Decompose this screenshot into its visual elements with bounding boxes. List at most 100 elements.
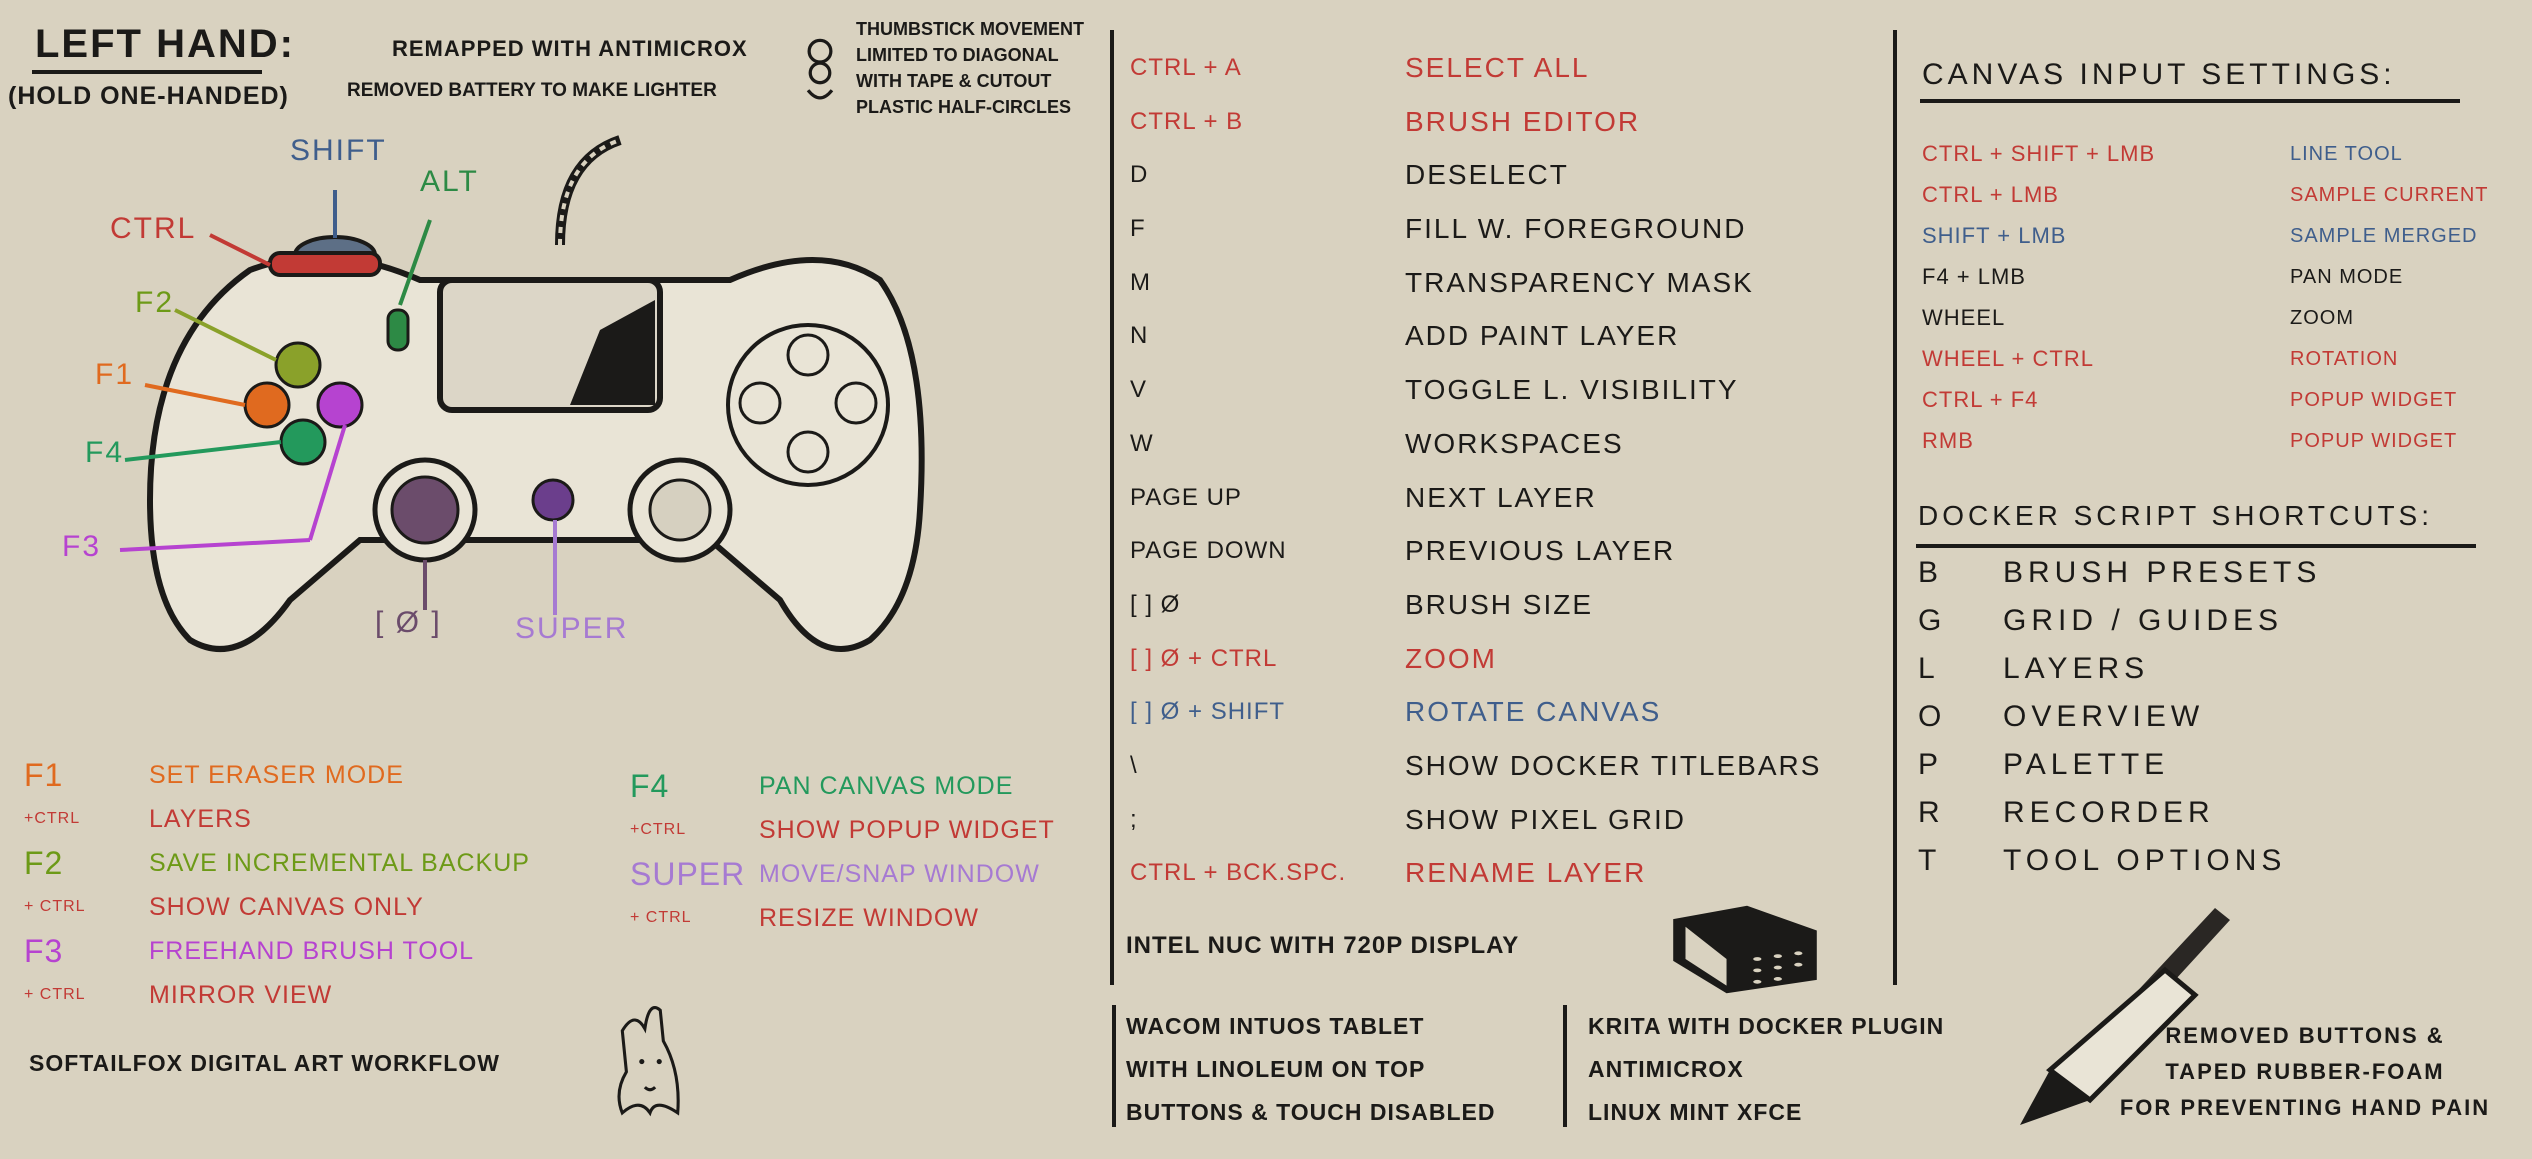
shortcut-row: \ Show docker titlebars xyxy=(1130,746,1880,800)
shortcut-key: Ctrl + F4 xyxy=(1922,387,2039,412)
shortcut-key: F2 xyxy=(24,845,64,881)
note-line: Removed buttons & xyxy=(2165,1023,2445,1048)
shortcut-action: Fill w. foreground xyxy=(1405,213,1747,245)
note-line: Thumbstick movement xyxy=(856,19,1084,39)
note-line: with tape & cutout xyxy=(856,71,1052,91)
shortcut-action: Rotate canvas xyxy=(1405,696,1662,728)
shortcut-action: Popup widget xyxy=(2290,389,2458,411)
shortcut-action: Mirror view xyxy=(149,981,333,1009)
shortcut-key: Ctrl + A xyxy=(1130,54,1242,81)
docker-underline xyxy=(1916,544,2476,548)
shortcut-key: P xyxy=(1918,748,1944,781)
shortcut-action: Sample current xyxy=(2290,184,2489,206)
touchpad-shade xyxy=(570,300,655,405)
shortcut-key: +ctrl xyxy=(630,821,687,838)
shortcut-row: F2 Save incremental backup xyxy=(24,843,604,887)
mini-pc-icon xyxy=(1673,905,1817,994)
face-buttons xyxy=(726,323,890,487)
title-underline xyxy=(32,70,262,74)
label-alt: Alt xyxy=(420,165,479,198)
shortcut-key: Super xyxy=(630,856,746,892)
shortcut-key: M xyxy=(1130,268,1151,296)
shortcut-row: Ctrl + Shift + LMBLine tool xyxy=(1922,136,2522,177)
shortcut-action: Palette xyxy=(2003,748,2170,781)
shortcut-key: [ ] Ø + shift xyxy=(1130,698,1286,726)
super-ps-button xyxy=(531,478,575,522)
divider-left xyxy=(1110,30,1114,985)
shortcut-row: Super Move/snap window xyxy=(630,854,1100,898)
shortcut-key: +ctrl xyxy=(24,810,81,827)
shortcut-key: Wheel + Ctrl xyxy=(1922,346,2094,371)
shortcut-row: N Add paint layer xyxy=(1130,316,1880,370)
nuc-note: Intel NUC with 720p display xyxy=(1126,932,1520,959)
shortcut-row: W Workspaces xyxy=(1130,424,1880,478)
software-note: Krita with docker plugin AntiMicroX Linu… xyxy=(1588,1005,1944,1134)
shortcut-row: GGrid / guides xyxy=(1918,599,2518,647)
shortcut-row: M Transparency mask xyxy=(1130,263,1880,317)
shortcut-action: Freehand brush tool xyxy=(149,937,475,965)
divider-right xyxy=(1893,30,1897,985)
shortcut-row: ;Show pixel grid xyxy=(1130,800,1880,854)
canvas-input-underline xyxy=(1920,99,2460,103)
shortcut-key: Ctrl + B xyxy=(1130,107,1244,135)
shortcut-key: F3 xyxy=(24,933,64,969)
shortcut-row: RRecorder xyxy=(1918,791,2518,839)
shortcut-row: + ctrlMirror view xyxy=(24,975,604,1019)
page-title: Left hand: xyxy=(35,22,295,66)
shortcut-action: Select all xyxy=(1405,52,1590,83)
shortcut-row: TTool options xyxy=(1918,839,2518,887)
shortcut-action: Layers xyxy=(149,805,252,833)
tablet-note: Wacom Intuos tablet with linoleum on top… xyxy=(1126,1005,1495,1134)
label-stick: [ Ø ] xyxy=(375,606,442,639)
note-line: plastic half-circles xyxy=(856,97,1071,117)
shortcut-key: Ctrl + Shift + LMB xyxy=(1922,141,2156,166)
shortcut-action: Workspaces xyxy=(1405,427,1624,459)
label-f1: F1 xyxy=(95,358,135,391)
remapped-note: Remapped with AntiMicroX xyxy=(392,36,748,61)
shortcut-key: [ ] Ø xyxy=(1130,590,1181,618)
canvas-input-list: Ctrl + Shift + LMBLine toolCtrl + LMBSam… xyxy=(1922,136,2522,464)
shortcut-key: F xyxy=(1130,215,1146,243)
shortcut-action: Save incremental backup xyxy=(149,849,530,877)
shortcut-key: Wheel xyxy=(1922,305,2006,330)
label-ctrl: Ctrl xyxy=(110,212,197,245)
docker-title: Docker script shortcuts: xyxy=(1918,500,2434,531)
left-bindings-list: F1Set eraser mode+ctrlLayersF2Save incre… xyxy=(24,755,604,1019)
shortcut-action: Show docker titlebars xyxy=(1405,749,1822,781)
note-line: taped rubber-foam xyxy=(2165,1059,2445,1084)
shortcut-row: Ctrl + B Brush editor xyxy=(1130,102,1880,156)
note-line: Buttons & touch disabled xyxy=(1126,1099,1496,1125)
thumbstick-icon xyxy=(800,36,840,117)
f1-pointer xyxy=(144,383,246,407)
label-f2: F2 xyxy=(135,286,175,319)
ctrl-bumper xyxy=(268,251,382,277)
shortcut-key: W xyxy=(1130,429,1154,457)
shortcut-action: Move/snap window xyxy=(759,860,1040,888)
shortcut-action: Brush size xyxy=(1405,588,1594,620)
shortcut-key: N xyxy=(1130,322,1149,350)
shortcut-action: Show pixel grid xyxy=(1405,803,1687,835)
shortcut-key: L xyxy=(1918,652,1940,685)
shortcut-key: Ctrl + Bck.spc. xyxy=(1130,859,1347,887)
shortcut-action: Add paint layer xyxy=(1405,320,1680,352)
gamepad-body xyxy=(146,254,925,652)
shortcut-action: Set eraser mode xyxy=(149,761,404,789)
square-button-icon xyxy=(738,381,782,425)
shortcut-key: Shift + LMB xyxy=(1922,223,2067,248)
shortcut-action: Brush editor xyxy=(1405,105,1641,137)
shortcut-key: [ ] Ø + ctrl xyxy=(1130,644,1278,672)
credit-text: SoftailFox digital art workflow xyxy=(29,1050,500,1076)
shortcut-row: DDeselect xyxy=(1130,155,1880,209)
shortcut-row: Ctrl + A Select all xyxy=(1130,48,1880,102)
shortcut-action: Previous layer xyxy=(1405,535,1676,567)
shortcut-action: Pan canvas mode xyxy=(759,772,1014,800)
shortcut-key: \ xyxy=(1130,751,1138,779)
shortcut-key: F4 xyxy=(630,768,670,804)
shortcut-key: B xyxy=(1918,556,1944,589)
shortcut-action: Transparency mask xyxy=(1405,266,1754,298)
f3-button-icon xyxy=(316,381,364,429)
pen-note: Removed buttons & taped rubber-foam for … xyxy=(2090,1018,2520,1126)
shortcut-key: + ctrl xyxy=(630,909,692,926)
shortcut-action: Zoom xyxy=(1405,642,1497,674)
shortcut-action: Overview xyxy=(2003,700,2205,733)
